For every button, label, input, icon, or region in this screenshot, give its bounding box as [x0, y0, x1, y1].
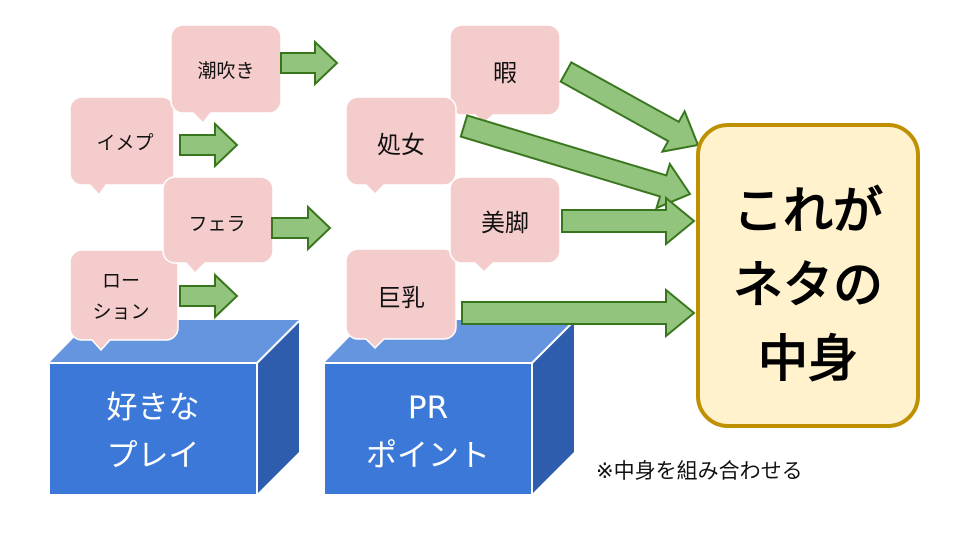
bubble-label: フェラ: [188, 213, 245, 235]
bubble-bikyaku: 美脚: [449, 176, 561, 274]
combine-note: ※中身を組み合わせる: [596, 459, 803, 483]
favorite-play-box: 好きな プレイ: [50, 320, 300, 494]
pr-point-box: PR ポイント: [325, 320, 575, 494]
box-front-face: [50, 364, 256, 494]
arrow-right-icon: [561, 195, 696, 247]
box-label-line2: ポイント: [366, 438, 490, 474]
arrow-right-icon: [559, 61, 700, 153]
bubble-label: 処女: [377, 131, 425, 159]
box-side-face: [258, 320, 299, 493]
bubble-label: イメプ: [96, 132, 153, 154]
arrow-right-icon: [459, 114, 692, 210]
box-label-line2: プレイ: [107, 438, 200, 474]
result-line3: 中身: [758, 330, 858, 388]
bubble-fera: フェラ: [162, 176, 274, 275]
bubble-label-line2: ション: [92, 301, 149, 323]
result-line2: ネタの: [733, 256, 883, 314]
bubble-shiofuki: 潮吹き: [170, 24, 282, 125]
arrow-right-icon: [271, 204, 332, 252]
arrow-right-icon: [179, 121, 239, 169]
bubble-label-line1: ロー: [102, 270, 140, 292]
bubble-lotion: ロー ション: [69, 249, 179, 352]
box-label-line1: PR: [408, 390, 448, 426]
arrow-right-icon: [179, 272, 239, 320]
bubble-kyonyu: 巨乳: [345, 248, 457, 350]
result-box: これが ネタの 中身: [696, 123, 920, 428]
bubble-label: 潮吹き: [197, 60, 254, 82]
box-front-face: [325, 364, 531, 494]
box-label-line1: 好きな: [107, 390, 200, 426]
bubble-label: 美脚: [481, 209, 529, 237]
bubble-imepu: イメプ: [69, 96, 175, 197]
bubble-shojo: 処女: [345, 96, 457, 196]
bubble-label: 暇: [493, 59, 517, 87]
arrow-right-icon: [280, 39, 339, 87]
bubble-hima: 暇: [449, 24, 561, 125]
box-side-face: [533, 320, 574, 493]
bubble-label: 巨乳: [377, 284, 425, 312]
arrow-right-icon: [461, 287, 696, 339]
result-line1: これが: [733, 182, 883, 240]
